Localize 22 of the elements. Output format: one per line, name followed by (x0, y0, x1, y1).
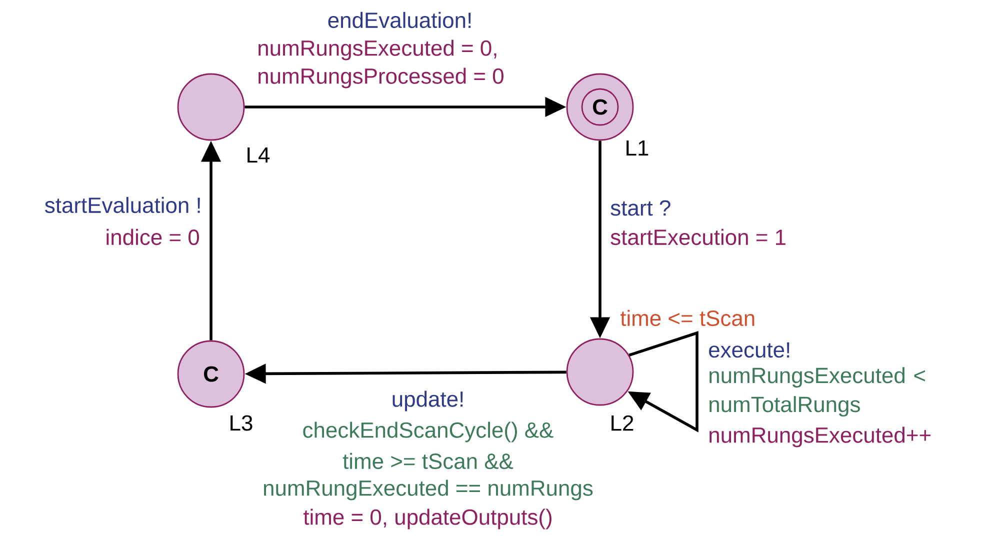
guard-label: checkEndScanCycle() && (303, 422, 554, 442)
invariant-label: time <= tScan (620, 310, 754, 326)
edge-label: update! (392, 390, 463, 412)
update-label: indice = 0 (106, 228, 199, 246)
edge-label: startEvaluation ! (45, 196, 200, 214)
guard-label: time >= tScan && (342, 452, 514, 470)
location-name: L4 (248, 147, 270, 163)
update-label: time = 0, updateOutputs() (304, 508, 552, 530)
guard-label: numRungsExecuted < numTotalRungs (710, 367, 925, 417)
update-label: numRungsExecuted = 0, (258, 40, 496, 60)
edge-label: start ? (610, 200, 670, 216)
location-name: L2 (612, 415, 634, 431)
edge-label: endEvaluation! (328, 12, 471, 28)
location-circle (177, 73, 245, 141)
update-label: numRungsExecuted++ (710, 426, 930, 448)
update-label: startExecution = 1 (610, 228, 786, 246)
guard-label: numRungExecuted == numRungs (264, 480, 593, 500)
location-name: L1 (626, 140, 648, 156)
edge-label: execute! (709, 342, 790, 358)
update-label: numRungsProcessed = 0 (258, 68, 504, 88)
location-name: L3 (230, 415, 252, 431)
location-circle (566, 338, 634, 406)
